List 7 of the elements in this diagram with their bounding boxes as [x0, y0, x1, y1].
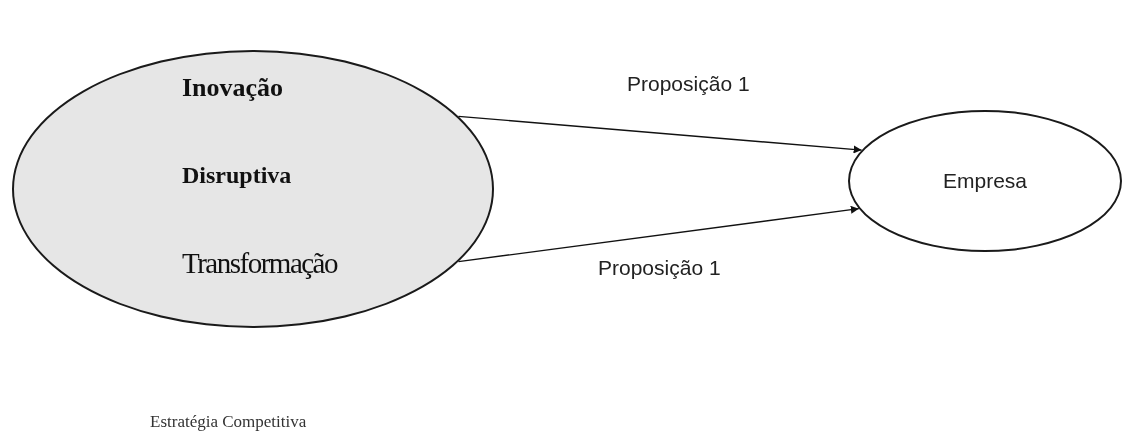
ellipse-text: Transformação: [182, 248, 337, 280]
arrow: [457, 115, 863, 154]
ellipse-text: Disruptiva: [182, 162, 292, 189]
ellipse-text: Inovação: [182, 74, 284, 103]
ellipse-text: Empresa: [943, 169, 1027, 193]
arrow: [457, 205, 860, 263]
caption-text: Estratégia Competitiva: [150, 412, 307, 432]
